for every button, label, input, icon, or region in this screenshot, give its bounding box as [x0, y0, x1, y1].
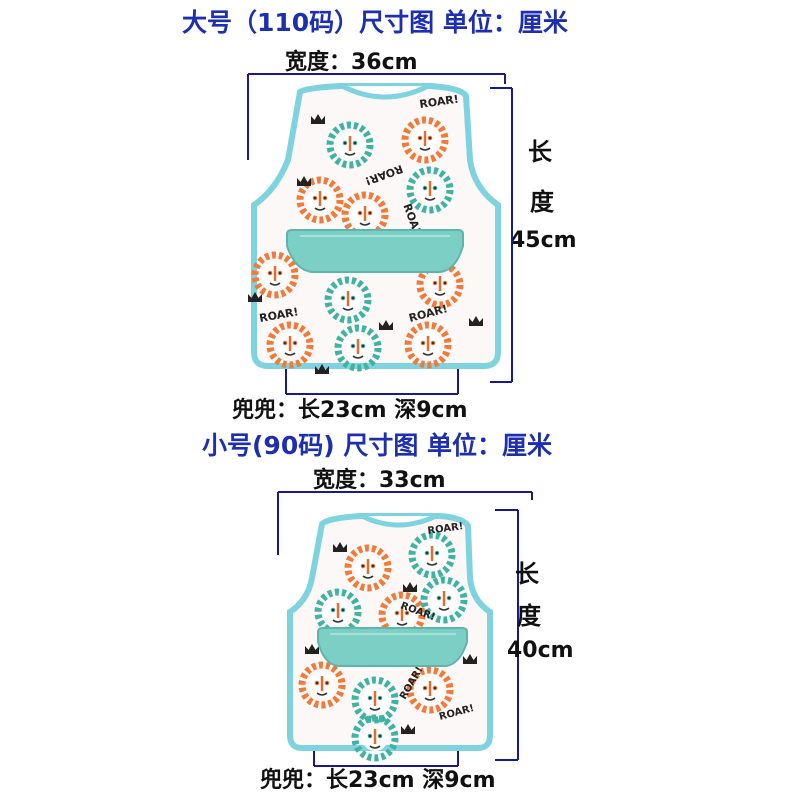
large-length-char-2: 度: [530, 188, 554, 216]
small-bib-illustration: ROAR! ROAR! ROAR! ROAR!: [287, 513, 493, 758]
small-pocket: [317, 627, 468, 667]
small-print-text: ROAR!: [427, 521, 464, 537]
small-width-label: 宽度：33cm: [313, 468, 446, 493]
large-bib-illustration: ROAR! ROAR! ROAR! ROAR! ROAR!: [248, 83, 501, 374]
large-size-title: 大号（110码）尺寸图 单位：厘米: [182, 8, 568, 37]
small-length-value: 40cm: [507, 638, 574, 663]
large-length-char-1: 长: [528, 138, 552, 166]
large-print-text: ROAR!: [419, 93, 460, 111]
small-length-char-1: 长: [515, 560, 539, 588]
large-length-value: 45cm: [510, 228, 577, 253]
small-length-char-2: 度: [517, 602, 541, 630]
large-width-label: 宽度：36cm: [285, 50, 418, 75]
small-size-title: 小号(90码) 尺寸图 单位：厘米: [202, 431, 553, 460]
small-pocket-label: 兜兜：长23cm 深9cm: [260, 768, 496, 793]
large-pocket: [286, 229, 464, 273]
large-pocket-label: 兜兜：长23cm 深9cm: [232, 398, 468, 423]
